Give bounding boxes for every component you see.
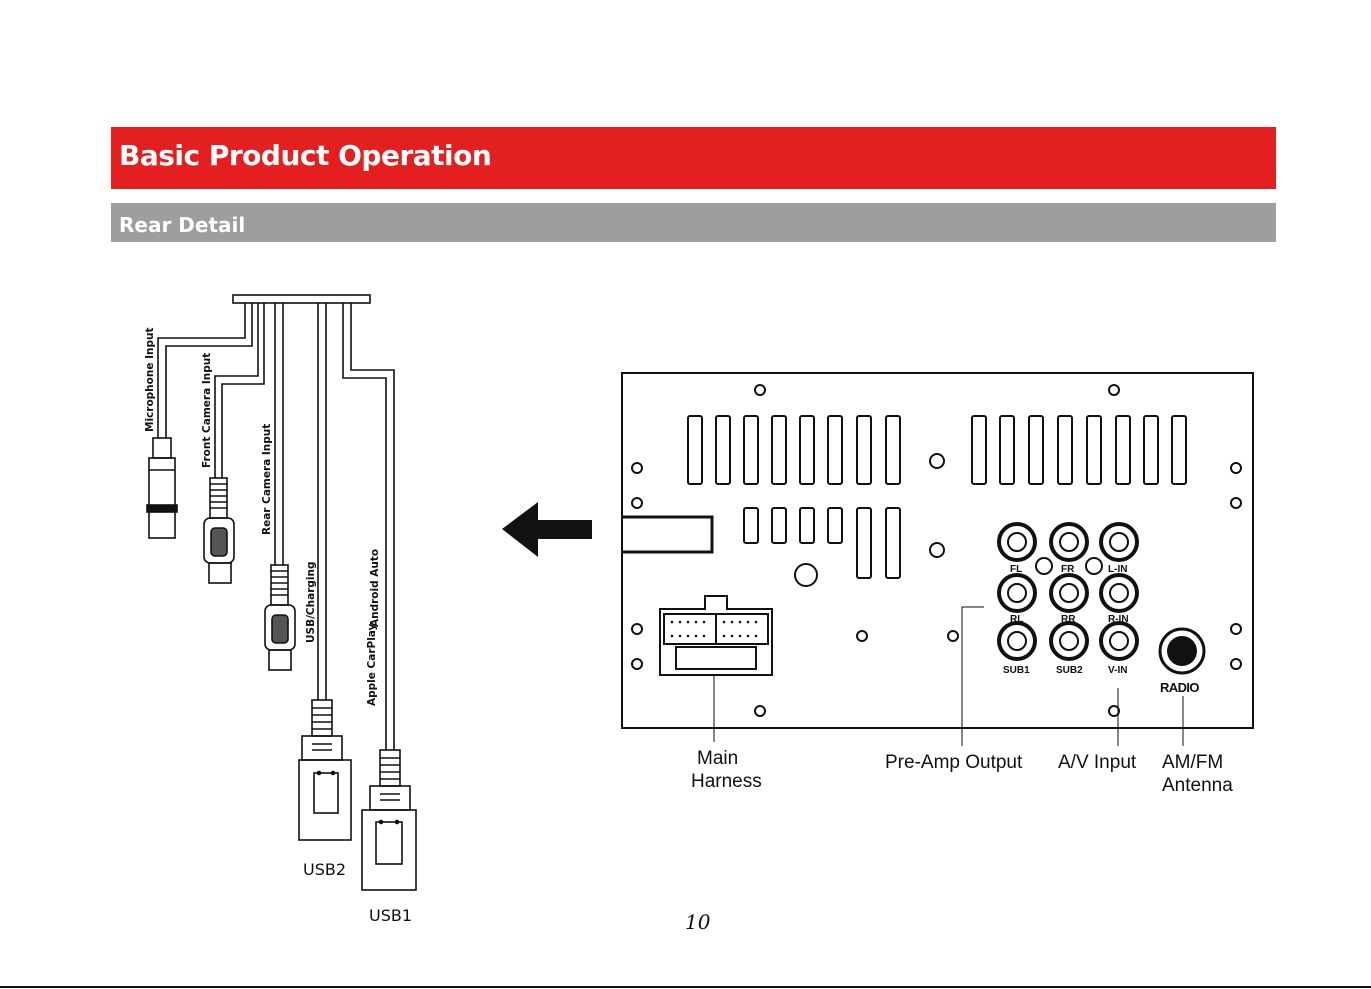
label-rl: RL (1010, 614, 1023, 625)
label-fl: FL (1010, 564, 1022, 575)
label-sub1: SUB1 (1003, 665, 1030, 676)
rca-jacks (999, 524, 1137, 659)
label-android-auto: Android Auto (369, 549, 381, 627)
page-number: 10 (685, 910, 710, 934)
label-radio: RADIO (1160, 680, 1199, 695)
label-usb2: USB2 (303, 860, 346, 879)
usb2-plug (299, 700, 351, 840)
bottom-rule (0, 986, 1371, 988)
label-usb-charging: USB/Charging (305, 562, 317, 643)
label-apple-carplay: Apple CarPlay (366, 623, 378, 706)
label-v-in: V-IN (1108, 665, 1127, 676)
radio-antenna-jack (1160, 629, 1204, 673)
callout-av-input: A/V Input (1058, 752, 1137, 773)
arrow-left-icon (502, 502, 592, 557)
label-front-camera-input: Front Camera Input (201, 353, 213, 468)
label-r-in: R-IN (1108, 614, 1129, 625)
label-fr: FR (1061, 564, 1075, 575)
label-sub2: SUB2 (1056, 665, 1083, 676)
front-camera-connector (204, 478, 234, 583)
callout-preamp-output: Pre-Amp Output (885, 752, 1023, 773)
rear-camera-connector (265, 565, 295, 670)
label-rr: RR (1061, 614, 1076, 625)
label-l-in: L-IN (1108, 564, 1127, 575)
usb1-plug (362, 750, 416, 890)
callout-main-harness-line1: Main (697, 748, 738, 769)
callout-main-harness-line2: Harness (691, 771, 762, 792)
microphone-jack (147, 438, 177, 538)
label-usb1: USB1 (369, 906, 412, 925)
label-rear-camera-input: Rear Camera Input (261, 424, 273, 535)
callout-amfm-line1: AM/FM (1162, 752, 1223, 773)
callout-amfm-line2: Antenna (1162, 775, 1233, 796)
label-microphone-input: Microphone Input (144, 327, 156, 432)
